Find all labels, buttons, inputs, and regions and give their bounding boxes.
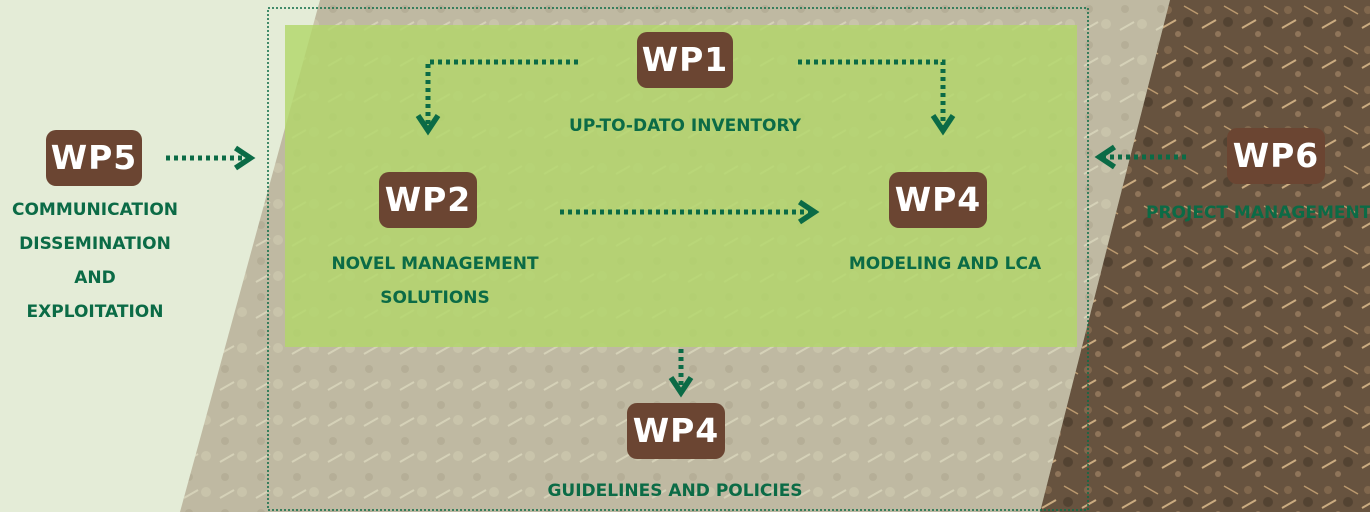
- arrow-wp1-to-wp4-model: [798, 59, 956, 136]
- wp4-modeling-box: WP4: [889, 172, 987, 228]
- wp4-modeling-label: MODELING AND LCA: [848, 254, 1042, 274]
- wp6-box: WP6: [1227, 128, 1325, 184]
- wp6-label: PROJECT MANAGEMENT: [1146, 203, 1370, 223]
- wp1-box: WP1: [637, 32, 733, 88]
- wp5-box: WP5: [46, 130, 142, 186]
- wp1-label: UP-TO-DATO INVENTORY: [569, 116, 801, 136]
- arrow-wp1-to-wp2: [415, 59, 578, 136]
- wp2-box: WP2: [379, 172, 477, 228]
- wp4-guidelines-box: WP4: [627, 403, 725, 459]
- wp4-guidelines-label: GUIDELINES AND POLICIES: [547, 481, 803, 501]
- wp5-label: COMMUNICATION DISSEMINATION AND EXPLOITA…: [11, 200, 179, 322]
- wp2-label: NOVEL MANAGEMENT SOLUTIONS: [331, 254, 539, 308]
